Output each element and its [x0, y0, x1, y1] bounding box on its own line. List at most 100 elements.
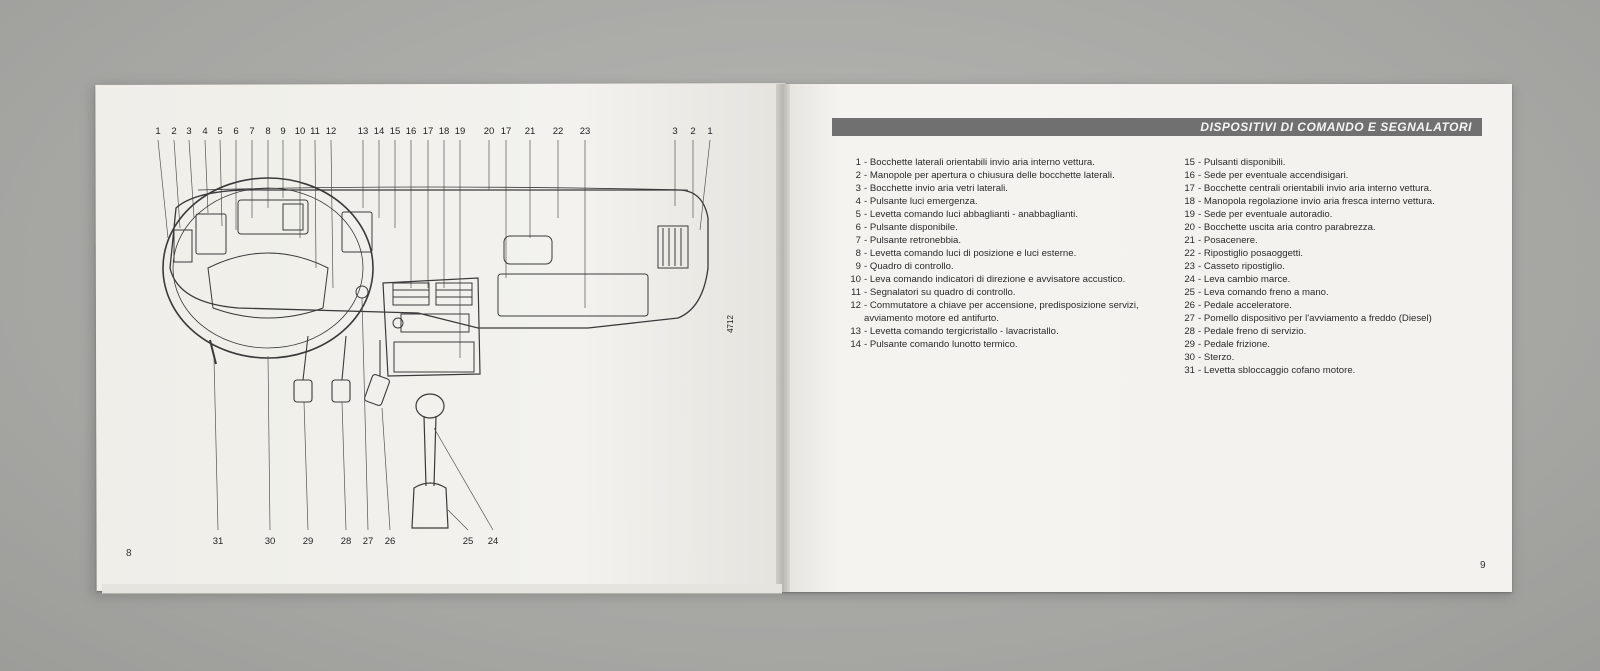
- legend-item: 7- Pulsante retronebbia.: [842, 234, 1142, 247]
- legend-number: 4: [855, 196, 861, 207]
- center-vents: [392, 282, 473, 306]
- legend-text: - Leva comando indicatori di direzione e…: [864, 274, 1126, 285]
- right-page: [780, 84, 1512, 592]
- legend-number: 29: [1184, 339, 1195, 350]
- legend-column-2: 15- Pulsanti disponibili.16- Sede per ev…: [1176, 156, 1481, 377]
- legend-item: 22- Ripostiglio posaoggetti.: [1176, 247, 1481, 260]
- callout-label: 1: [707, 126, 713, 137]
- legend-text: - Leva comando freno a mano.: [1198, 287, 1329, 298]
- legend-text: - Pulsante disponibile.: [864, 222, 958, 233]
- callout-label: 31: [212, 536, 224, 547]
- callout-label: 14: [373, 126, 385, 137]
- legend-item: 17- Bocchette centrali orientabili invio…: [1176, 182, 1481, 195]
- legend-item: 21- Posacenere.: [1176, 234, 1481, 247]
- legend-text: - Quadro di controllo.: [864, 261, 954, 272]
- legend-text: - Casseto ripostiglio.: [1198, 261, 1285, 272]
- callout-label: 17: [422, 126, 434, 137]
- section-heading-bar: DISPOSITIVI DI COMANDO E SEGNALATORI: [832, 118, 1482, 136]
- callout-label: 19: [454, 126, 466, 137]
- legend-item: 28- Pedale freno di servizio.: [1176, 325, 1481, 338]
- legend-number: 28: [1184, 326, 1195, 337]
- legend-number: 20: [1184, 222, 1195, 233]
- right-switch-pod: [341, 211, 373, 253]
- callout-label: 26: [384, 536, 396, 547]
- legend-text: - Pomello dispositivo per l'avviamento a…: [1198, 313, 1432, 324]
- legend-text: - Leva cambio marce.: [1198, 274, 1291, 285]
- callout-label: 18: [438, 126, 450, 137]
- legend-text: - Pulsante luci emergenza.: [864, 196, 978, 207]
- legend-item: 3- Bocchette invio aria vetri laterali.: [842, 182, 1142, 195]
- legend-text: - Pulsante comando lunotto termico.: [864, 339, 1018, 350]
- legend-text: - Segnalatori su quadro di controllo.: [864, 287, 1016, 298]
- callout-label: 5: [217, 126, 223, 137]
- legend-number: 8: [855, 248, 861, 259]
- callout-label: 24: [487, 536, 499, 547]
- legend-item: 20- Bocchette uscita aria contro parabre…: [1176, 221, 1481, 234]
- legend-item: 9- Quadro di controllo.: [842, 260, 1142, 273]
- page-number-right: 9: [1480, 560, 1486, 571]
- legend-item: 25- Leva comando freno a mano.: [1176, 286, 1481, 299]
- callout-label: 16: [405, 126, 417, 137]
- legend-number: 26: [1184, 300, 1195, 311]
- left-switch-pod: [195, 213, 227, 255]
- legend-text: - Levetta sbloccaggio cofano motore.: [1198, 365, 1356, 376]
- legend-number: 18: [1184, 196, 1195, 207]
- legend-text: - Levetta comando tergicristallo - lavac…: [864, 326, 1059, 337]
- instrument-cluster: [237, 199, 309, 235]
- diagram-code: 4712: [725, 315, 735, 333]
- legend-item: 24- Leva cambio marce.: [1176, 273, 1481, 286]
- legend-item: 8- Levetta comando luci di posizione e l…: [842, 247, 1142, 260]
- legend-item: 18- Manopola regolazione invio aria fres…: [1176, 195, 1481, 208]
- legend-item: 5- Levetta comando luci abbaglianti - an…: [842, 208, 1142, 221]
- legend-number: 23: [1184, 261, 1195, 272]
- legend-number: 30: [1184, 352, 1195, 363]
- legend-number: 10: [850, 274, 861, 285]
- legend-number: 2: [855, 170, 861, 181]
- booklet-gutter: [776, 84, 790, 592]
- legend-number: 27: [1184, 313, 1195, 324]
- legend-number: 11: [851, 287, 861, 298]
- callout-label: 30: [264, 536, 276, 547]
- callout-label: 4: [202, 126, 208, 137]
- callout-label: 21: [524, 126, 536, 137]
- ashtray: [503, 235, 553, 265]
- callout-label: 10: [294, 126, 306, 137]
- glovebox: [497, 273, 649, 317]
- left-vents: [173, 229, 193, 263]
- legend-number: 13: [850, 326, 861, 337]
- legend-item: 11- Segnalatori su quadro di controllo.: [842, 286, 1142, 299]
- legend-text: - Bocchette invio aria vetri laterali.: [864, 183, 1008, 194]
- legend-number: 31: [1184, 365, 1195, 376]
- legend-item: 29- Pedale frizione.: [1176, 338, 1481, 351]
- right-vents: [657, 225, 689, 269]
- legend-text: - Bocchette uscita aria contro parabrezz…: [1198, 222, 1376, 233]
- callout-label: 9: [280, 126, 286, 137]
- legend-item: 13- Levetta comando tergicristallo - lav…: [842, 325, 1142, 338]
- legend-item: 31- Levetta sbloccaggio cofano motore.: [1176, 364, 1481, 377]
- legend-number: 16: [1184, 170, 1195, 181]
- legend-number: 3: [855, 183, 861, 194]
- callout-label: 22: [552, 126, 564, 137]
- legend-number: 14: [850, 339, 861, 350]
- legend-item: 4- Pulsante luci emergenza.: [842, 195, 1142, 208]
- legend-item: 15- Pulsanti disponibili.: [1176, 156, 1481, 169]
- callout-label: 8: [265, 126, 271, 137]
- legend-item: 1- Bocchette laterali orientabili invio …: [842, 156, 1142, 169]
- page-edge: [102, 584, 782, 594]
- callout-label: 1: [155, 126, 161, 137]
- callout-label: 11: [310, 126, 320, 137]
- legend-item: 2- Manopole per apertura o chiusura dell…: [842, 169, 1142, 182]
- legend-item: 19- Sede per eventuale autoradio.: [1176, 208, 1481, 221]
- dashboard-drawing: [157, 139, 711, 531]
- legend-number: 21: [1184, 235, 1195, 246]
- legend-number: 19: [1184, 209, 1195, 220]
- legend-item: 23- Casseto ripostiglio.: [1176, 260, 1481, 273]
- callout-label: 3: [186, 126, 192, 137]
- callout-label: 2: [171, 126, 177, 137]
- legend-text: - Manopola regolazione invio aria fresca…: [1198, 196, 1435, 207]
- callout-label: 2: [690, 126, 696, 137]
- bonnet-lever: [209, 339, 217, 365]
- legend-text: - Bocchette laterali orientabili invio a…: [864, 157, 1095, 168]
- callout-label: 28: [340, 536, 352, 547]
